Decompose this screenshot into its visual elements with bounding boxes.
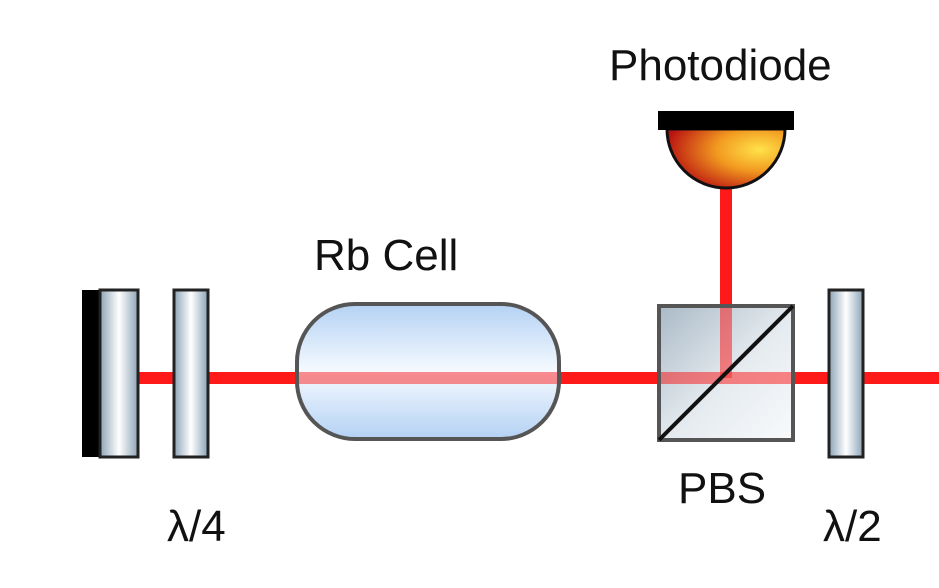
- quarter-wave-label: λ/4: [167, 502, 226, 551]
- laser-beam-through-pbs-horizontal: [661, 372, 791, 384]
- rb-cell: [295, 302, 561, 441]
- quarter-wave-plate: [172, 288, 210, 459]
- laser-beam-through-cell: [299, 372, 557, 384]
- photodiode-label: Photodiode: [609, 41, 832, 90]
- detector-mount: [658, 111, 794, 130]
- rb-cell-label: Rb Cell: [314, 231, 458, 280]
- pbs-diagonal: [657, 304, 795, 442]
- half-wave-label: λ/2: [823, 502, 882, 551]
- retro-mirror: [82, 288, 140, 459]
- detector-dome: [665, 127, 787, 190]
- laser-beam-through-pbs-vertical: [720, 308, 732, 378]
- mirror-glass: [98, 288, 140, 459]
- half-wave-plate: [827, 288, 865, 459]
- mirror-backing: [82, 290, 102, 457]
- polarizing-beam-splitter: [657, 304, 795, 442]
- pbs-label: PBS: [678, 464, 766, 513]
- photodiode-detector: [658, 111, 794, 190]
